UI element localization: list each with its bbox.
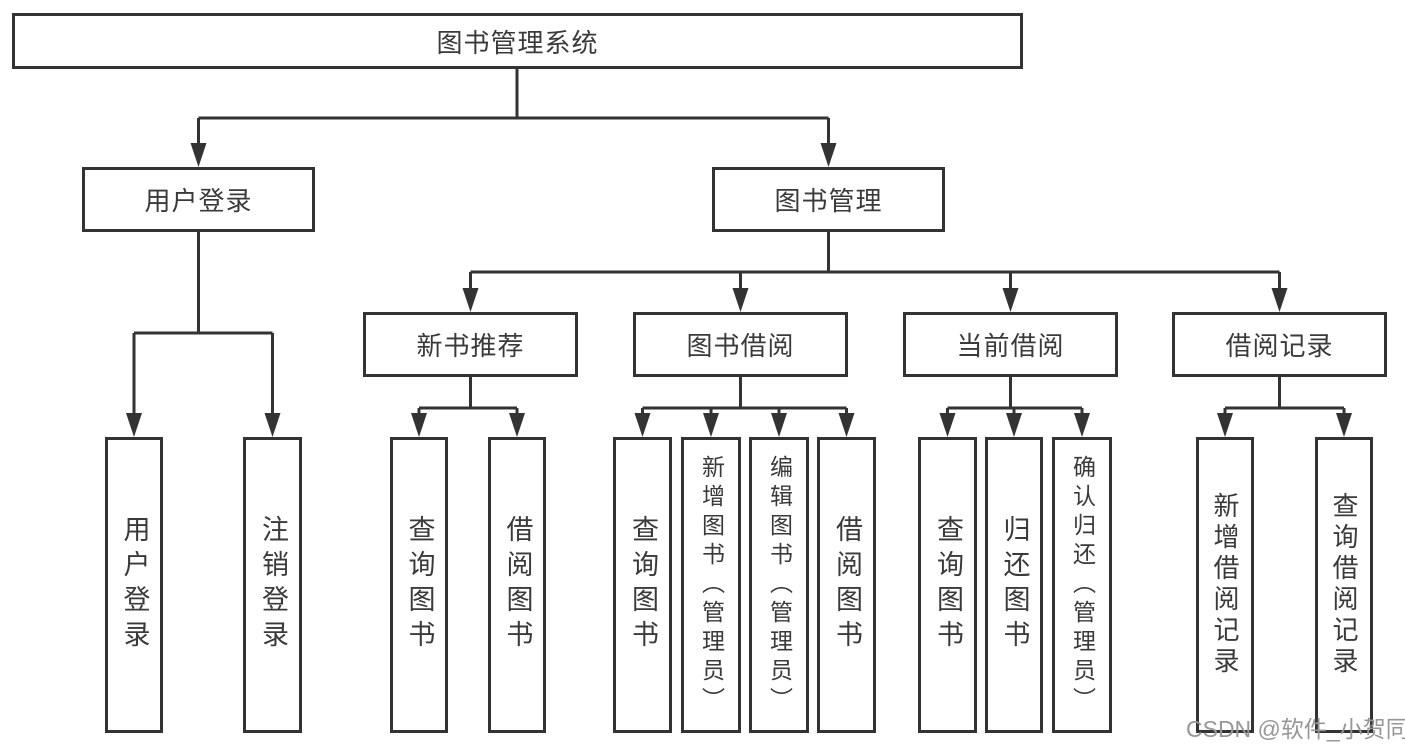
node-new-book-recommend-label: 新书推荐 — [416, 331, 525, 361]
node-root-label: 图书管理系统 — [436, 27, 599, 58]
node-root: 图书管理系统 — [12, 13, 1023, 69]
node-user-login-label: 用户登录 — [144, 186, 253, 216]
arrowhead-icon — [703, 413, 719, 437]
connector-bookmgmt-to-level3 — [469, 232, 1281, 289]
arrowhead-icon — [634, 413, 651, 437]
arrowhead-icon — [1074, 413, 1090, 437]
leaf-add-books-admin-label: 新增图书（管理员） — [698, 454, 725, 716]
leaf-query-borrow-record-label: 查询借阅记录 — [1329, 492, 1359, 678]
connector-borrowrecord-to-leaves — [1223, 377, 1346, 414]
connector-root-to-level2 — [197, 69, 830, 144]
leaf-query-books-current: 查询图书 — [918, 437, 977, 733]
leaf-user-login-label: 用户登录 — [119, 515, 150, 655]
leaf-add-borrow-record-label: 新增借阅记录 — [1210, 492, 1240, 678]
node-borrow-record: 借阅记录 — [1172, 312, 1387, 377]
leaf-query-books-recommend: 查询图书 — [390, 437, 448, 733]
node-book-borrow-label: 图书借阅 — [686, 331, 795, 361]
leaf-borrow-books-recommend-label: 借阅图书 — [502, 515, 533, 655]
node-user-login: 用户登录 — [82, 167, 315, 232]
arrowhead-icon — [1271, 288, 1288, 312]
arrowhead-icon — [264, 413, 281, 437]
arrowhead-icon — [1006, 413, 1022, 437]
leaf-borrow-books-recommend: 借阅图书 — [488, 437, 546, 733]
leaf-add-books-admin: 新增图书（管理员） — [681, 437, 741, 733]
leaf-query-borrow-record: 查询借阅记录 — [1315, 437, 1373, 733]
node-current-borrow: 当前借阅 — [903, 312, 1118, 377]
node-current-borrow-label: 当前借阅 — [956, 331, 1065, 361]
leaf-logout: 注销登录 — [243, 437, 302, 733]
connector-currentborrow-to-leaves — [946, 377, 1084, 414]
arrowhead-icon — [732, 288, 749, 312]
leaf-borrow-books: 借阅图书 — [817, 437, 876, 733]
node-borrow-record-label: 借阅记录 — [1225, 331, 1334, 361]
leaf-query-books-current-label: 查询图书 — [933, 515, 963, 655]
node-book-borrow: 图书借阅 — [633, 312, 848, 377]
arrowhead-icon — [1336, 413, 1352, 437]
leaf-return-books-label: 归还图书 — [999, 515, 1030, 655]
leaf-confirm-return-admin: 确认归还（管理员） — [1052, 437, 1112, 733]
leaf-user-login: 用户登录 — [105, 437, 163, 733]
node-book-management: 图书管理 — [712, 167, 945, 232]
arrowhead-icon — [411, 413, 427, 437]
arrowhead-icon — [126, 413, 142, 437]
leaf-edit-books-admin-label: 编辑图书（管理员） — [766, 454, 793, 716]
connector-bookborrow-to-leaves — [641, 377, 848, 414]
leaf-logout-label: 注销登录 — [258, 515, 288, 655]
connector-userlogin-to-leaves — [132, 232, 274, 414]
arrowheads — [126, 143, 1352, 437]
connector-paths — [132, 69, 1346, 414]
leaf-add-borrow-record: 新增借阅记录 — [1196, 437, 1254, 733]
leaf-edit-books-admin: 编辑图书（管理员） — [749, 437, 809, 733]
leaf-query-books-borrow: 查询图书 — [613, 437, 672, 733]
arrowhead-icon — [820, 143, 837, 167]
leaf-return-books: 归还图书 — [985, 437, 1043, 733]
arrowhead-icon — [939, 413, 956, 437]
arrowhead-icon — [509, 413, 525, 437]
arrowhead-icon — [1002, 288, 1019, 312]
arrowhead-icon — [190, 143, 207, 167]
node-book-management-label: 图书管理 — [774, 186, 883, 216]
arrowhead-icon — [838, 413, 855, 437]
leaf-confirm-return-admin-label: 确认归还（管理员） — [1069, 454, 1096, 716]
leaf-query-books-borrow-label: 查询图书 — [628, 515, 658, 655]
connector-newbook-to-leaves — [417, 377, 519, 414]
leaf-query-books-recommend-label: 查询图书 — [404, 515, 435, 655]
arrowhead-icon — [1217, 413, 1233, 437]
leaf-borrow-books-label: 借阅图书 — [832, 515, 862, 655]
arrowhead-icon — [771, 413, 787, 437]
node-new-book-recommend: 新书推荐 — [363, 312, 578, 377]
arrowhead-icon — [462, 288, 479, 312]
